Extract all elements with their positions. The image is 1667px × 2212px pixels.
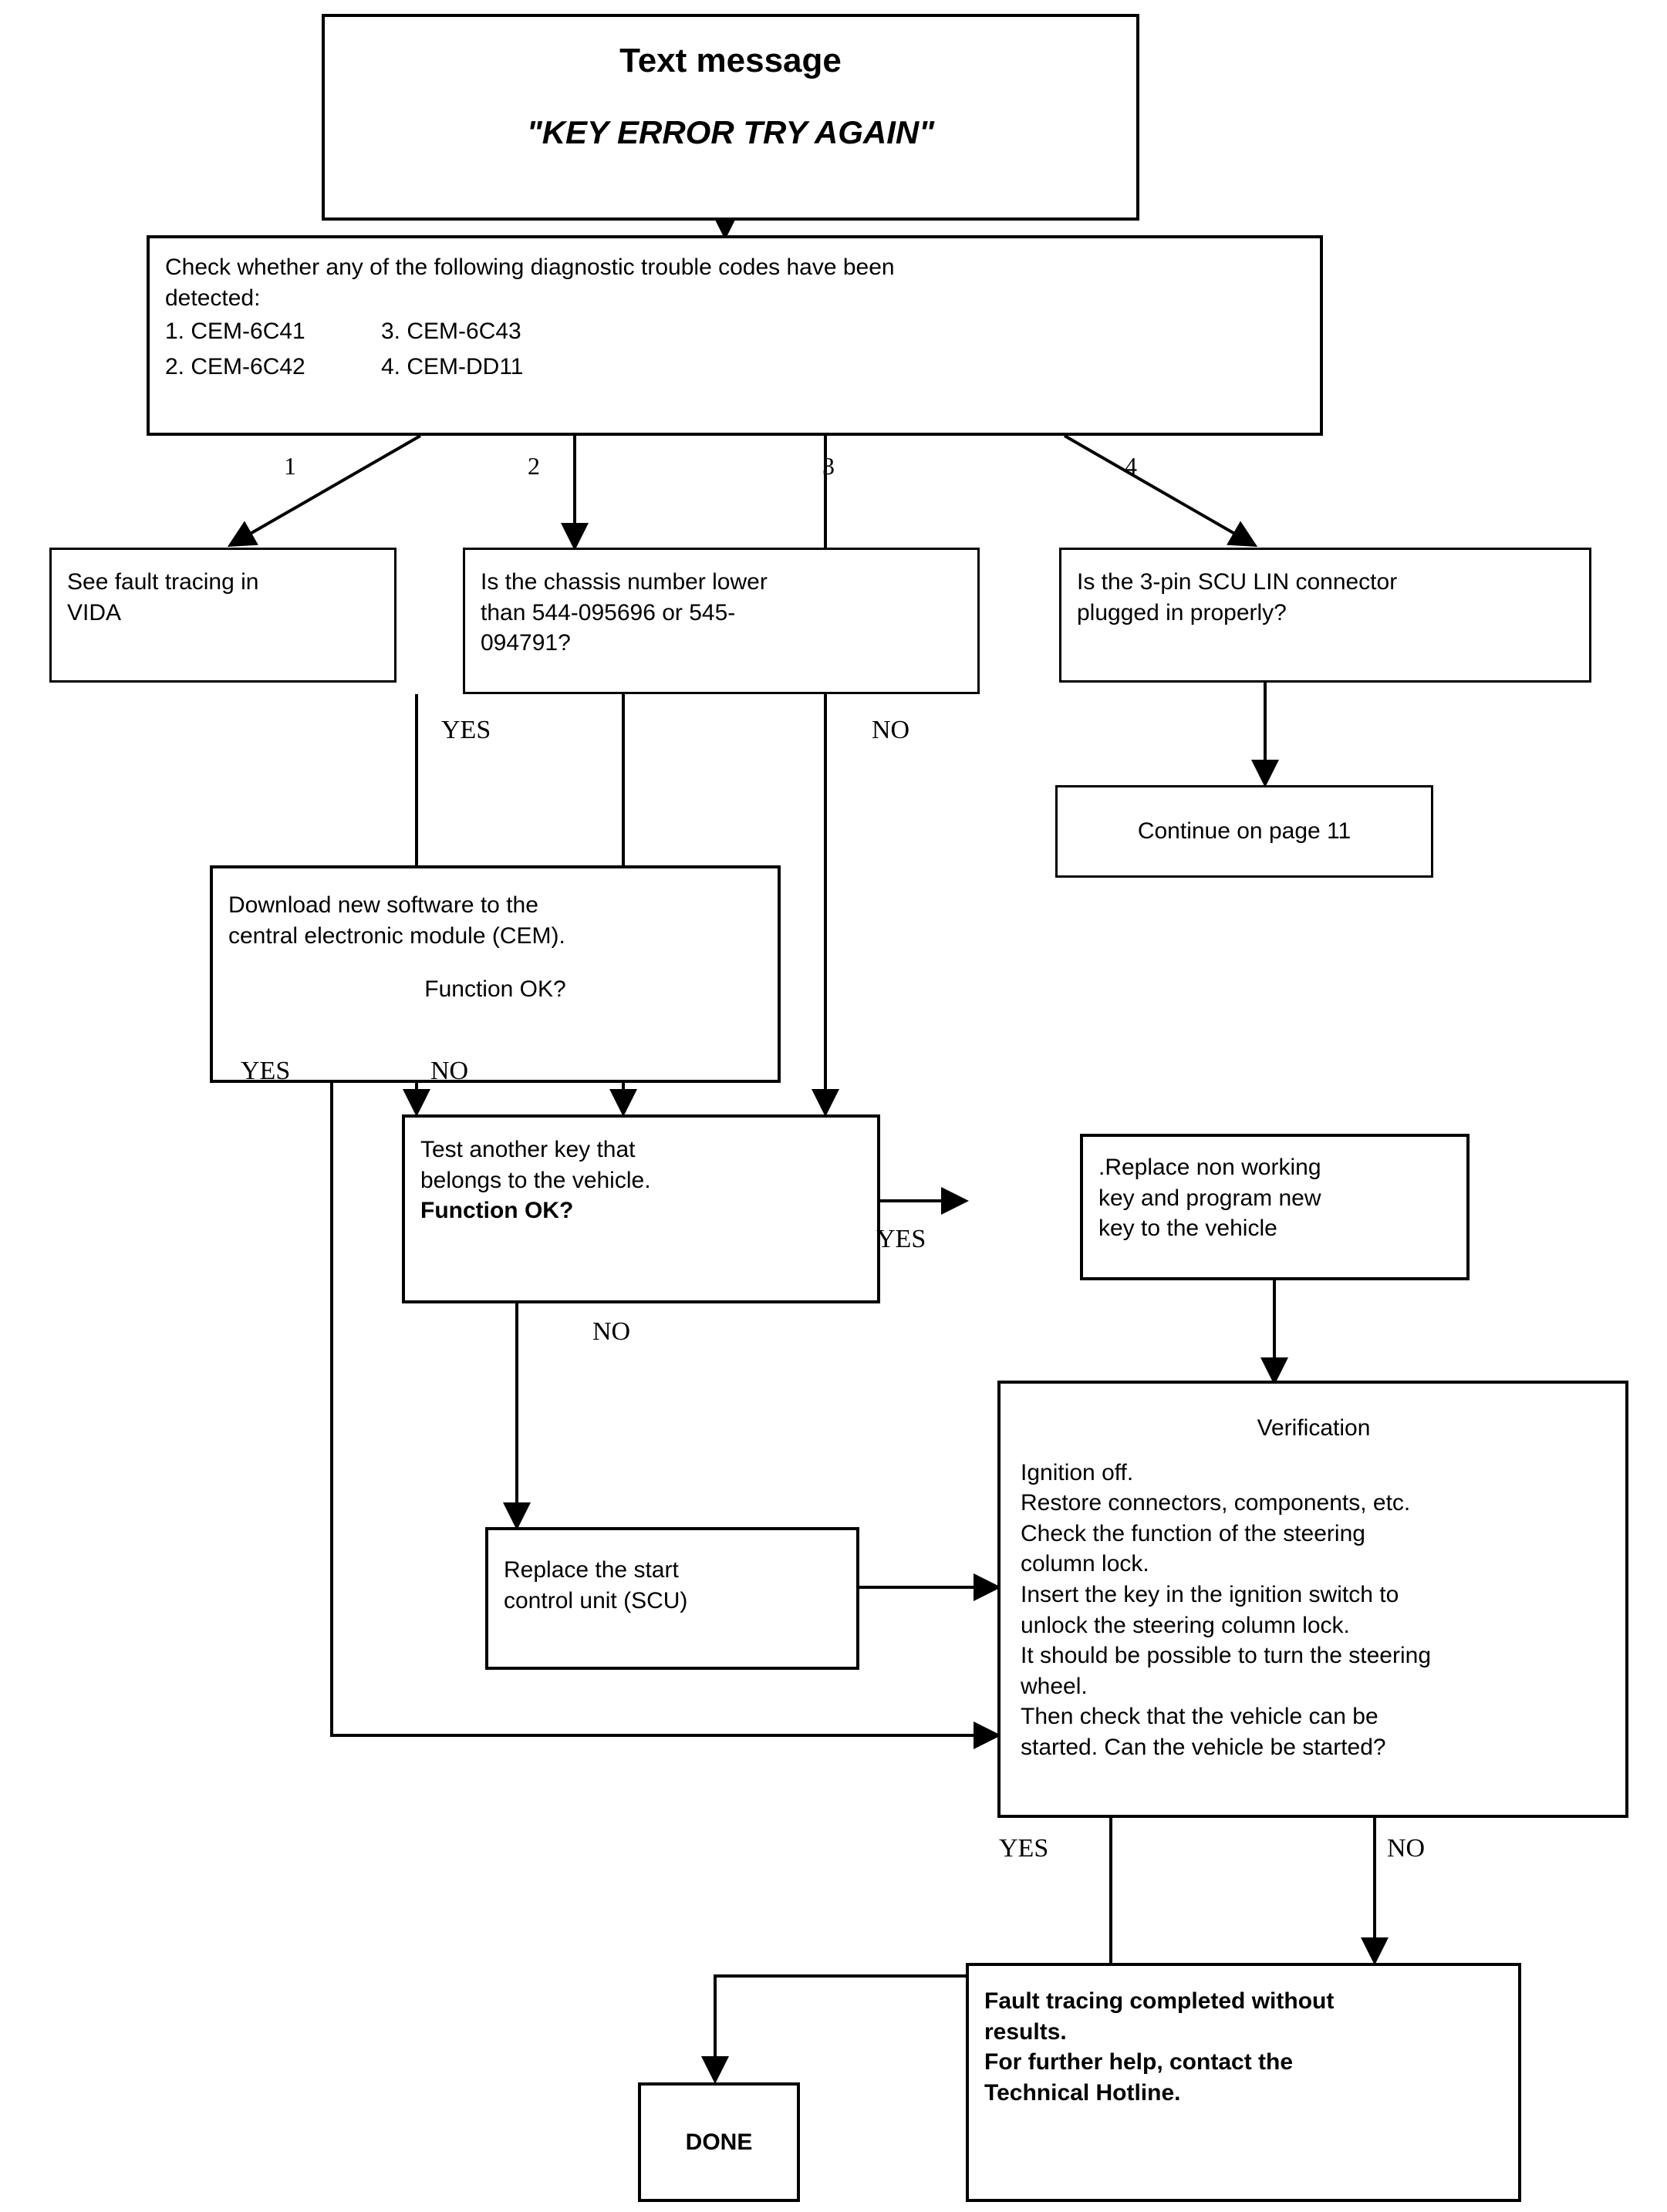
- trouble-code-4: 4. CEM-DD11: [381, 353, 524, 379]
- label-verification-no: NO: [1387, 1834, 1426, 1863]
- label-testkey-no: NO: [592, 1317, 631, 1346]
- branch-label-1: 1: [284, 452, 296, 480]
- label-chassis-yes: YES: [441, 716, 491, 744]
- node-check-trouble-codes: Check whether any of the following diagn…: [147, 235, 1323, 436]
- branch-label-2: 2: [528, 452, 540, 480]
- node-test-key-question: Test another key that belongs to the veh…: [402, 1114, 880, 1303]
- node-download-new-software: Download new software to the central ele…: [210, 865, 781, 1083]
- fault-tracing-text: Fault tracing completed without results.…: [984, 1988, 1335, 2106]
- edge-branch4-to-sculin: [1064, 434, 1258, 547]
- download-software-line-1: Download new software to the: [228, 892, 538, 918]
- test-key-question: Function OK?: [420, 1198, 574, 1224]
- check-codes-line-2: detected:: [165, 285, 261, 311]
- trouble-code-1: 1. CEM-6C41: [165, 319, 305, 345]
- label-download-yes: YES: [241, 1057, 291, 1085]
- download-software-question: Function OK?: [424, 976, 566, 1003]
- chassis-number-text: Is the chassis number lower than 544-095…: [481, 569, 768, 656]
- edge-verification-yes-to-done: [701, 1816, 1112, 2084]
- replace-key-text: .Replace non working key and program new…: [1098, 1155, 1321, 1242]
- edge-branch1-to-vida: [227, 434, 421, 547]
- node-scu-lin-connector-question: Is the 3-pin SCU LIN connector plugged i…: [1059, 548, 1591, 683]
- node-replace-non-working-key: .Replace non working key and program new…: [1080, 1134, 1470, 1280]
- node-verification: Verification Ignition off. Restore conne…: [997, 1381, 1628, 1818]
- test-key-line-2: belongs to the vehicle.: [420, 1167, 651, 1193]
- trouble-code-3: 3. CEM-6C43: [381, 319, 521, 345]
- label-download-no: NO: [430, 1057, 469, 1085]
- branch-label-4: 4: [1125, 452, 1137, 480]
- node-done: DONE: [638, 2082, 800, 2202]
- node-continue-on-page: Continue on page 11: [1055, 785, 1433, 878]
- test-key-line-1: Test another key that: [420, 1137, 636, 1162]
- node-fault-tracing-completed: Fault tracing completed without results.…: [966, 1963, 1521, 2202]
- label-testkey-yes: YES: [876, 1225, 926, 1253]
- node-see-fault-tracing-vida: See fault tracing in VIDA: [49, 548, 397, 683]
- download-software-line-2: central electronic module (CEM).: [228, 922, 565, 949]
- node-text-message: Text message "KEY ERROR TRY AGAIN": [322, 14, 1139, 221]
- verification-heading: Verification: [1257, 1415, 1371, 1441]
- done-text: DONE: [685, 2129, 753, 2155]
- label-verification-yes: YES: [999, 1834, 1049, 1863]
- label-chassis-no: NO: [872, 716, 910, 744]
- verification-body: Ignition off. Restore connectors, compon…: [1021, 1459, 1432, 1760]
- replace-scu-text: Replace the start control unit (SCU): [504, 1557, 688, 1613]
- see-vida-text: See fault tracing in VIDA: [67, 569, 259, 625]
- branch-label-3: 3: [822, 452, 835, 480]
- text-message-value: "KEY ERROR TRY AGAIN": [526, 114, 935, 150]
- check-codes-line-1: Check whether any of the following diagn…: [165, 255, 895, 280]
- text-message-heading: Text message: [619, 42, 842, 79]
- continue-page-text: Continue on page 11: [1137, 818, 1351, 845]
- edge-download-yes-to-verification: [330, 1082, 1001, 1749]
- node-chassis-number-question: Is the chassis number lower than 544-095…: [463, 548, 980, 694]
- trouble-code-2: 2. CEM-6C42: [165, 353, 305, 379]
- scu-lin-connector-text: Is the 3-pin SCU LIN connector plugged i…: [1077, 569, 1398, 625]
- node-replace-start-control-unit: Replace the start control unit (SCU): [485, 1527, 859, 1670]
